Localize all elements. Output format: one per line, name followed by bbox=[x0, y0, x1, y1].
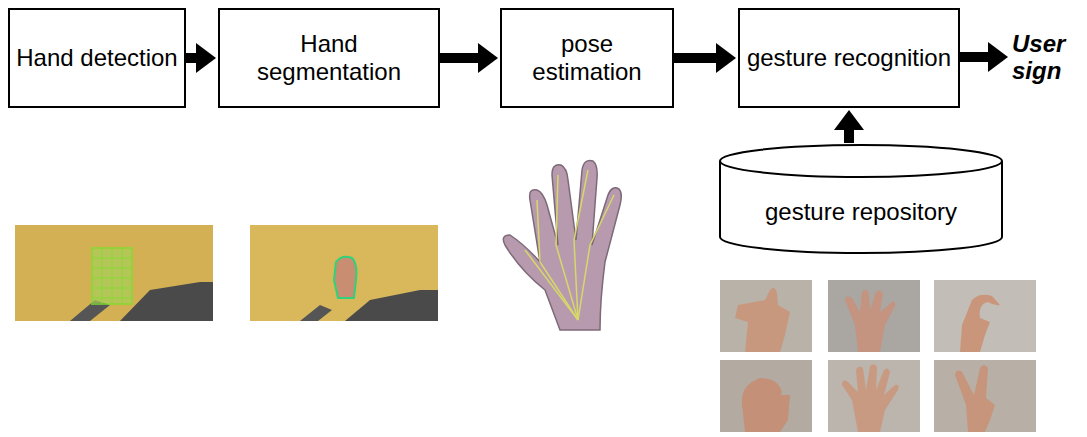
flow-arrow bbox=[834, 110, 864, 143]
node-text: pose estimation bbox=[508, 30, 666, 86]
node-text: gesture repository bbox=[765, 198, 957, 226]
node-text: Hand segmentation bbox=[226, 30, 432, 86]
process-box: Hand segmentation bbox=[218, 8, 440, 108]
detection-photo bbox=[15, 225, 213, 321]
output-label: User sign bbox=[1012, 30, 1082, 84]
flow-arrow bbox=[674, 43, 736, 73]
process-box: Hand detection bbox=[8, 8, 186, 108]
process-box: gesture recognition bbox=[738, 8, 960, 108]
output-arrow bbox=[960, 42, 1008, 72]
segmentation-photo bbox=[250, 225, 438, 321]
flow-arrow bbox=[440, 43, 498, 73]
process-box: pose estimation bbox=[500, 8, 674, 108]
node-text: gesture recognition bbox=[747, 44, 951, 72]
hand-model bbox=[503, 160, 621, 330]
flow-arrow bbox=[186, 43, 216, 73]
gesture-thumbnails bbox=[720, 280, 1036, 432]
database-cylinder: gesture repository bbox=[718, 143, 1004, 255]
node-text: Hand detection bbox=[16, 44, 177, 72]
